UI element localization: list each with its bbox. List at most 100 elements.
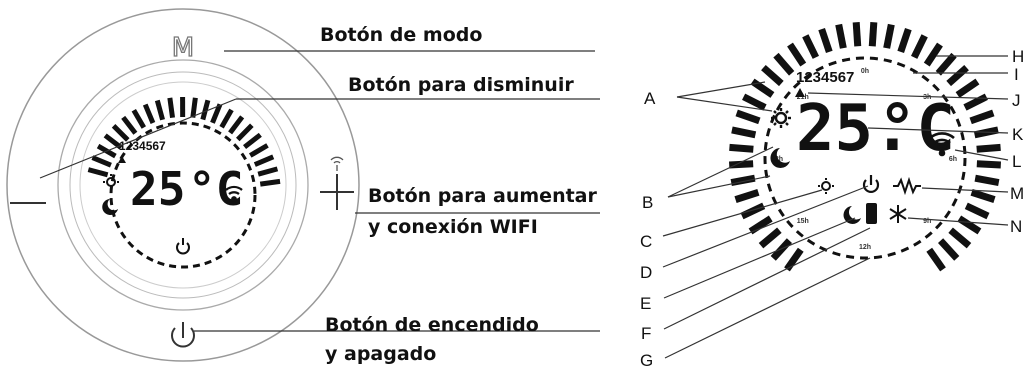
- callout-g: G: [640, 351, 653, 367]
- callout-b: B: [642, 193, 653, 212]
- right-segment: [761, 64, 784, 87]
- right-sun-icon: [771, 108, 791, 128]
- left-segment: [259, 178, 281, 187]
- mode-button[interactable]: M: [171, 32, 195, 63]
- right-segment: [946, 64, 969, 87]
- callout-c: C: [640, 232, 652, 251]
- right-segment: [731, 126, 757, 139]
- right-segment: [748, 215, 773, 235]
- right-segment: [937, 238, 960, 261]
- left-temperature: 25: [130, 162, 185, 216]
- callout-k: K: [1012, 125, 1024, 144]
- left-segment: [190, 97, 198, 118]
- right-segment: [883, 23, 895, 49]
- left-segment: [228, 115, 245, 135]
- left-annotation-lines: [39, 50, 600, 332]
- right-segment: [729, 160, 754, 169]
- right-days-indicator: 1234567: [796, 69, 854, 86]
- plus-wifi-icon: [330, 156, 344, 171]
- callout-f: F: [641, 324, 651, 343]
- right-segment: [868, 22, 878, 47]
- right-segment: [784, 247, 804, 272]
- label-power-button-2: y apagado: [325, 343, 436, 365]
- right-segment: [734, 188, 760, 203]
- right-segment: [787, 42, 807, 67]
- callout-m: M: [1010, 184, 1024, 203]
- left-segment: [248, 143, 269, 158]
- label-mode-button: Botón de modo: [320, 24, 482, 46]
- right-callout-lines: [662, 55, 1009, 359]
- right-segment: [818, 27, 833, 53]
- hour-mark: 0h: [861, 68, 869, 75]
- label-increase-button: Botón para aumentar: [368, 185, 598, 207]
- right-segment: [955, 78, 980, 98]
- right-segment: [926, 247, 946, 272]
- label-decrease-button: Botón para disminuir: [348, 74, 574, 96]
- left-segment-ring: [87, 96, 281, 187]
- plus-button[interactable]: [320, 174, 354, 210]
- left-segment: [236, 123, 254, 142]
- right-segment: [964, 202, 990, 220]
- right-segment: [957, 215, 982, 235]
- left-segment: [253, 154, 275, 167]
- right-segment: [730, 174, 756, 186]
- right-segment: [974, 174, 1000, 186]
- right-segment: [852, 22, 862, 47]
- right-segment: [976, 143, 1001, 153]
- right-segment: [735, 109, 761, 125]
- right-day-arrow: [795, 88, 805, 97]
- right-segment-ring: [729, 22, 1001, 272]
- right-segment: [910, 34, 928, 59]
- right-dashed-ring: [763, 56, 967, 260]
- hour-mark: 9h: [923, 218, 931, 225]
- left-segment: [210, 103, 223, 124]
- left-sun-icon: [103, 174, 119, 190]
- left-segment: [121, 115, 138, 135]
- right-segment: [729, 143, 754, 153]
- right-moon-icon: [770, 148, 790, 168]
- left-segment: [154, 99, 165, 121]
- left-segment: [257, 166, 279, 177]
- left-days-indicator: 1234567: [119, 139, 166, 153]
- callout-e: E: [640, 294, 651, 313]
- left-thermostat: 1234567 25 °C M: [6, 8, 360, 362]
- left-segment: [131, 108, 146, 129]
- left-segment: [91, 155, 112, 168]
- left-moon-icon: [102, 199, 118, 215]
- right-segment: [935, 52, 957, 76]
- right-segment: [770, 238, 793, 261]
- right-segment: [897, 27, 912, 53]
- callout-h: H: [1012, 47, 1024, 66]
- left-wifi-icon: [225, 185, 243, 202]
- right-wifi-icon: [929, 132, 955, 157]
- left-segment: [200, 99, 211, 121]
- right-segment: [835, 23, 847, 49]
- right-segment: [758, 227, 782, 249]
- right-small-sun-icon: [818, 178, 834, 194]
- left-display-power-icon: [176, 238, 190, 255]
- right-small-moon-icon: [843, 206, 861, 224]
- right-segment: [948, 227, 972, 249]
- left-segment: [243, 132, 262, 150]
- power-button[interactable]: [171, 322, 195, 348]
- callout-i: I: [1014, 65, 1019, 84]
- hour-mark: 15h: [797, 218, 809, 225]
- left-segment: [167, 97, 176, 119]
- right-thermostat: 0h3h6h9h12h15h18h21h 1234567 25. °C: [729, 22, 1001, 272]
- left-day-arrow: [118, 156, 126, 163]
- right-window-icon: [866, 203, 877, 224]
- callout-a: A: [644, 89, 656, 108]
- callout-d: D: [640, 263, 652, 282]
- label-wifi-connection: y conexión WIFI: [368, 216, 538, 238]
- callout-l: L: [1012, 152, 1021, 171]
- right-segment: [773, 52, 795, 76]
- right-segment: [802, 34, 820, 59]
- right-heating-icon: [893, 176, 921, 196]
- hour-mark: 12h: [859, 244, 871, 251]
- left-segment: [103, 133, 123, 150]
- right-segment: [923, 42, 943, 67]
- right-segment: [976, 160, 1001, 169]
- callout-n: N: [1010, 217, 1022, 236]
- hour-mark: 6h: [949, 156, 957, 163]
